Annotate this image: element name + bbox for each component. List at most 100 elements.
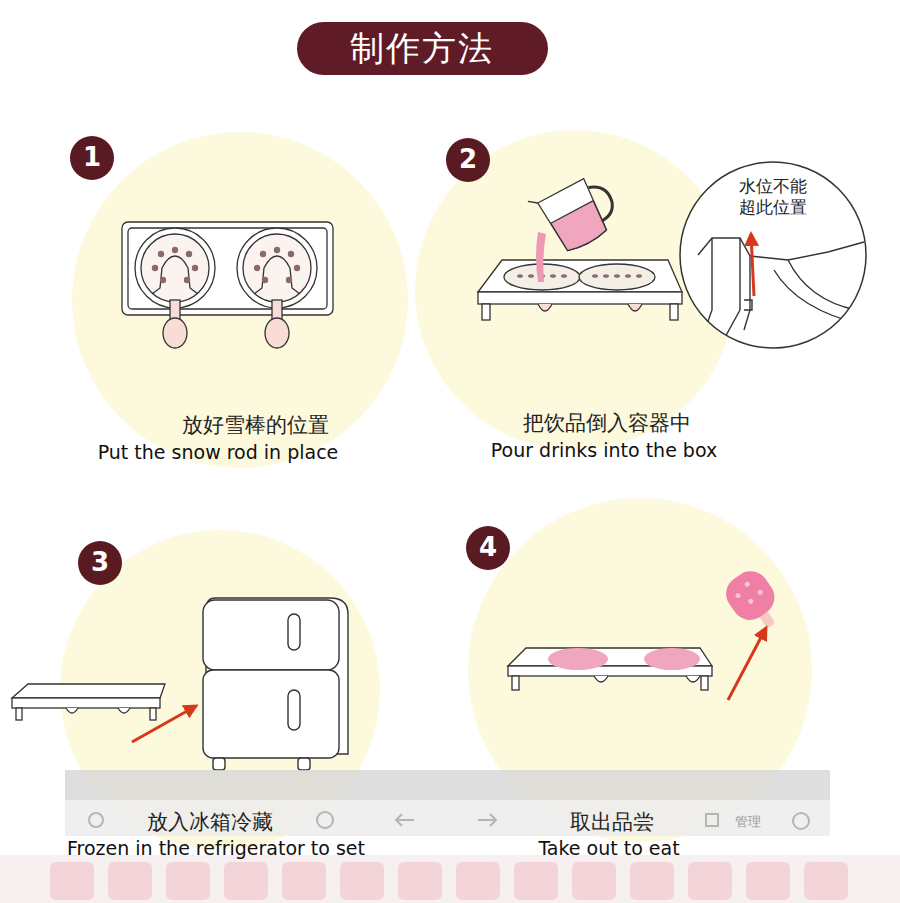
refrigerator [288,614,300,650]
tray-perspective [628,304,642,311]
toolbar-icon [793,813,809,829]
refrigerator [203,670,339,758]
toolbar-icon [89,813,103,827]
pitcher [528,198,538,207]
tray-finished [644,648,700,670]
popsicle [719,564,789,638]
mold-holes [260,251,266,257]
tray-perspective [579,264,655,290]
step-caption-en: Take out to eat [538,838,679,860]
mold-top-view [237,228,317,308]
thumbnail [340,862,384,900]
thumbnail [514,862,558,900]
pitcher [538,179,612,256]
mold-holes [158,251,164,257]
mold-holes [294,265,300,271]
viewer-toolbar [65,770,830,800]
popsicle [744,581,751,588]
refrigerator [213,758,225,770]
viewer-toolbar [65,800,830,836]
tray-side [66,708,130,713]
magnifier-outline [751,234,754,296]
tray-holes [592,274,598,278]
tray-side [150,708,156,720]
thumbnail [456,862,500,900]
mold-holes [286,277,292,283]
tray-finished [512,676,519,690]
magnifier-outline [680,162,866,348]
tray-holes [561,274,567,278]
step-badge [446,138,490,182]
tray-finished [508,648,712,690]
refrigerator [288,690,300,730]
pitcher [585,181,618,222]
mold-top-view [141,234,209,302]
tray-holes [603,274,609,278]
step-badge [70,136,510,585]
thumbnail [398,862,442,900]
mold-holes [152,247,300,283]
refrigerator [203,600,339,670]
callout-note: 水位不能 超此位置 [734,176,812,219]
mold-top-view [128,228,327,309]
thumbnail [282,862,326,900]
tray-side [12,684,165,720]
tray-holes [550,274,556,278]
tray-perspective [478,260,682,292]
step-caption-en: Frozen in the refrigerator to set [67,838,365,860]
thumbnail [50,862,94,900]
thumbnail [688,862,732,900]
refrigerator [298,758,310,770]
mold-holes [152,265,158,271]
thumbnail [630,862,674,900]
mold-top-view [152,256,198,294]
tray-finished [594,676,700,682]
tray-perspective [478,292,682,304]
mold-top-view [265,318,289,348]
tray-holes [625,274,631,278]
panel-ground [72,132,408,468]
magnifier-outline [744,300,752,310]
magnifier-outline [774,270,864,325]
mold-top-view [243,234,311,302]
step-caption-en: Pour drinks into the box [491,440,717,462]
step-number: 3 [91,548,109,578]
magnifier-callout: 水位不能 超此位置 [678,160,868,350]
step-caption-zh: 取出品尝 [570,810,654,834]
popsicle [719,564,781,627]
magnifier-outline [739,238,740,310]
toolbar-icon [706,814,718,826]
tray-side [12,684,165,698]
mold-holes [186,251,192,257]
mold-top-view [122,222,333,315]
mold-holes [192,265,198,271]
tray-perspective [478,260,682,320]
popsicle [757,589,764,596]
mold-top-view [135,228,215,308]
magnifier-outline [718,310,740,350]
tray-holes [517,274,523,278]
mold-holes [262,277,268,283]
title-pill: 制作方法 [297,22,548,75]
pitcher [551,201,610,254]
tray-holes [636,274,642,278]
toolbar-icon [317,812,333,828]
mold-holes [288,251,294,257]
tray-side [12,698,160,708]
magnifier-outline [750,242,864,260]
tray-holes [517,274,642,278]
magnifier-outline [698,238,750,330]
thumbnail [224,862,268,900]
red-arrow [132,706,196,742]
step-badge [78,541,122,585]
thumbnail [108,862,152,900]
red-arrow [728,628,766,700]
title: 制作方法 [350,26,494,72]
mold-top-view [254,256,300,294]
popsicle [747,598,754,605]
step-number: 4 [479,533,497,563]
pouring-stream [536,232,546,282]
thumbnail [50,862,848,900]
mold-top-view [122,222,333,348]
thumbnail [804,862,848,900]
